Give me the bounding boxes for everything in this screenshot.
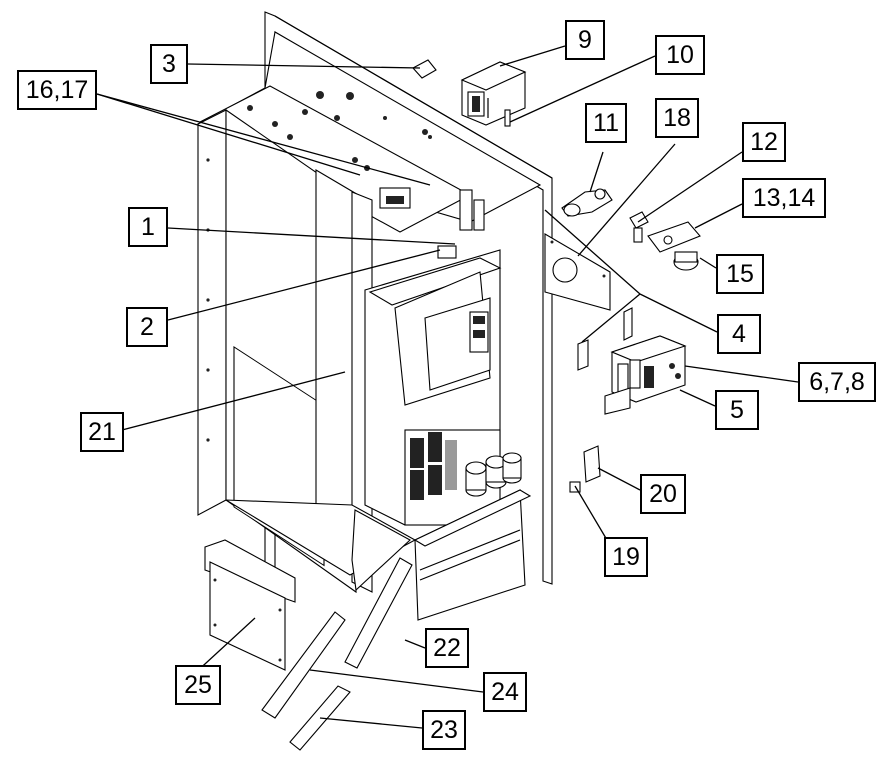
callout-18: 18	[655, 98, 699, 138]
parts-12-15-hardware	[629, 211, 701, 271]
callout-15: 15	[716, 254, 764, 294]
callout-11: 11	[585, 103, 627, 143]
callout-19: 19	[604, 537, 648, 577]
leader-lines	[96, 45, 799, 729]
callout-25: 25	[175, 665, 221, 705]
callout-3: 3	[150, 44, 188, 84]
part-11-capacitor	[561, 188, 613, 217]
callout-4: 4	[717, 314, 761, 354]
part-25-panel	[204, 539, 296, 671]
rear-cover-plate	[544, 233, 611, 311]
callout-24: 24	[483, 672, 527, 712]
callout-5: 5	[715, 390, 759, 430]
bottom-gland-plate	[413, 489, 532, 621]
callout-20: 20	[640, 474, 686, 514]
parts-19-20-brackets	[569, 445, 601, 493]
top-mounted-hardware	[379, 59, 485, 259]
callout-6-7-8: 6,7,8	[798, 362, 876, 402]
callout-23: 23	[422, 710, 466, 750]
part-21-side-cover	[234, 340, 242, 500]
part-4-brackets	[577, 307, 633, 371]
part-5-contactor	[604, 335, 687, 415]
callout-16-17: 16,17	[17, 70, 97, 110]
callout-21: 21	[80, 412, 124, 452]
callout-1: 1	[128, 207, 168, 247]
callout-13-14: 13,14	[742, 178, 826, 218]
part-9-transformer	[460, 61, 527, 127]
base-floor-plate	[225, 499, 417, 592]
callout-12: 12	[742, 122, 786, 162]
callout-9: 9	[565, 20, 605, 60]
callout-22: 22	[425, 628, 469, 668]
callout-10: 10	[655, 35, 705, 75]
callout-2: 2	[126, 307, 168, 347]
